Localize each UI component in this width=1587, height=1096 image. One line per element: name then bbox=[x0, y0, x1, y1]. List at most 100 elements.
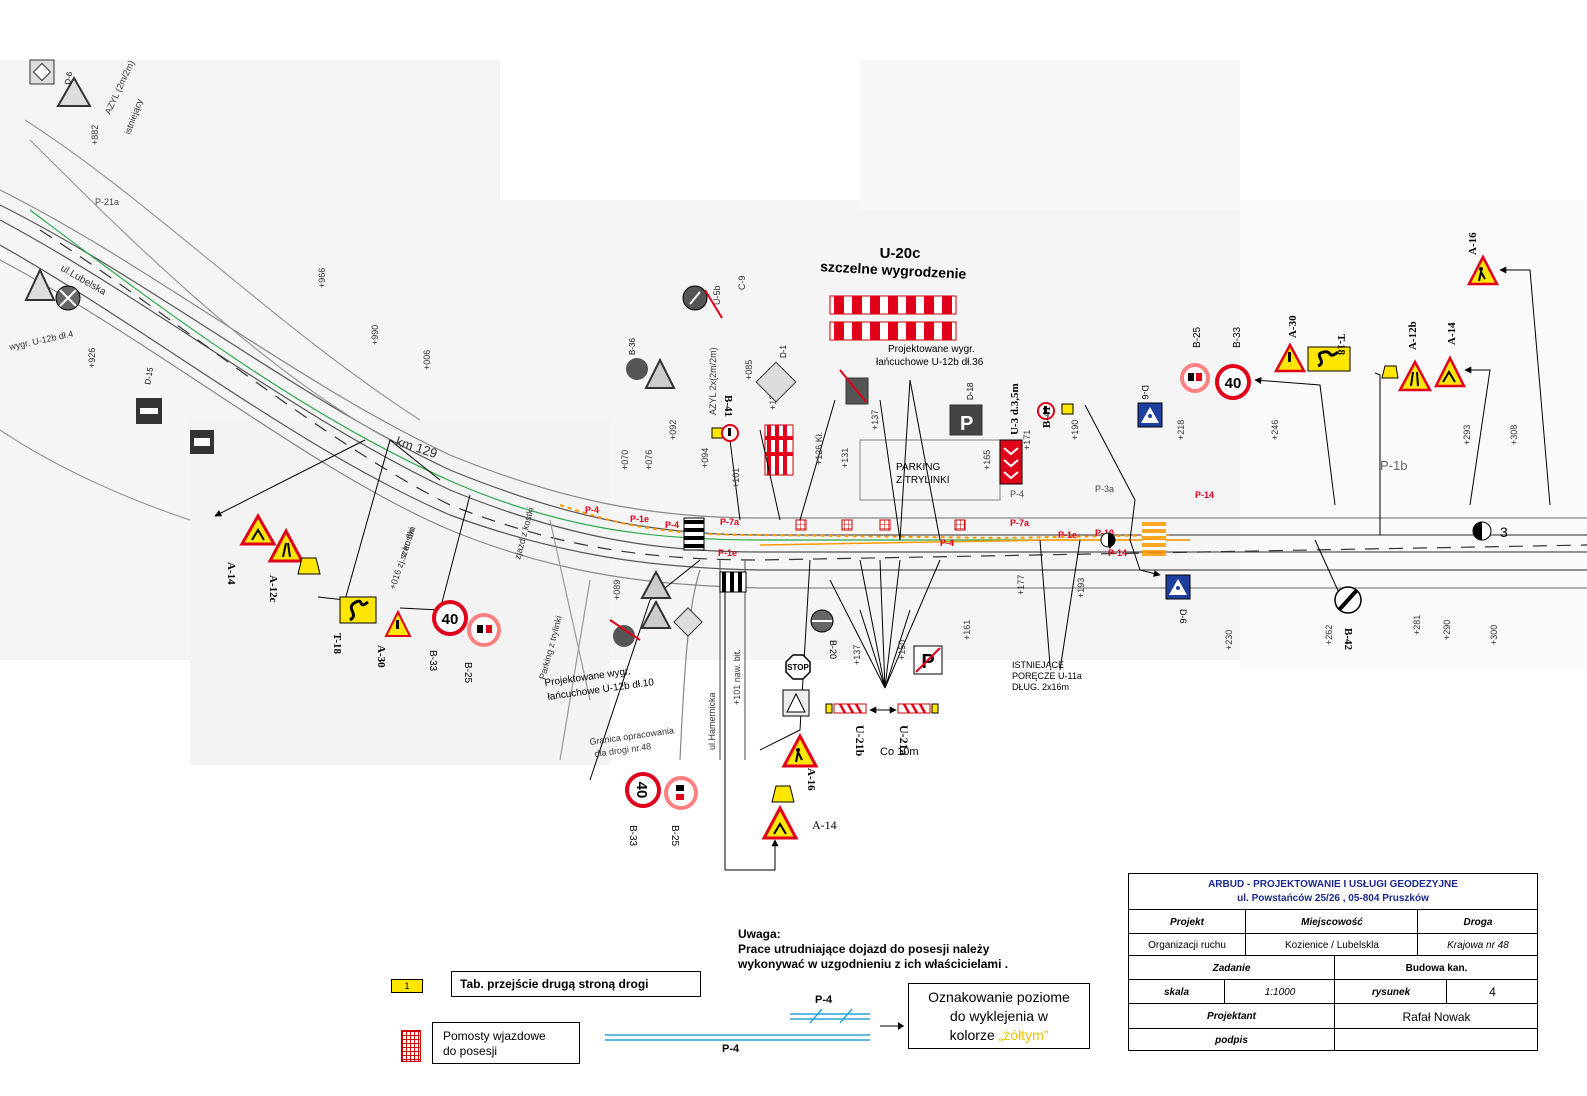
parking-text-2: Z TRYLINKI bbox=[896, 475, 950, 486]
legend-tab-number: 1 bbox=[404, 981, 410, 991]
station-number: +085 bbox=[744, 360, 754, 380]
legend-tab-swatch: 1 bbox=[391, 979, 423, 993]
existing-rails-3: DŁUG. 2x16m bbox=[1012, 682, 1069, 692]
sign-b33-east-label: B-33 bbox=[1232, 326, 1243, 348]
station-number: +230 bbox=[1224, 630, 1234, 650]
marking-p3a: P-3a bbox=[1095, 484, 1114, 494]
marking-p7a: P-7a bbox=[720, 517, 740, 527]
legend-marking-line3: kolorze „żółtym” bbox=[909, 1026, 1089, 1045]
marking-p14-2: P-14 bbox=[1195, 490, 1214, 500]
sign-u21b-label: U-21b bbox=[853, 725, 867, 757]
station-number: +150 bbox=[897, 640, 907, 660]
station-number: +246 bbox=[1270, 420, 1280, 440]
u20c-code: U-20c bbox=[880, 245, 921, 262]
sign-a16-east bbox=[1466, 254, 1500, 286]
title-skala-value: 1:1000 bbox=[1224, 980, 1335, 1004]
sign-a14-east bbox=[1433, 355, 1467, 388]
title-row-labels: Projekt Miejscowość Droga bbox=[1129, 909, 1537, 934]
marking-p4-gray: P-4 bbox=[1010, 489, 1024, 499]
sign-d6-east-top bbox=[1137, 402, 1163, 428]
title-company: ARBUD - PROJEKTOWANIE I USŁUGI GEODEZYJN… bbox=[1208, 879, 1458, 890]
sign-d6-east-top-label: D-6 bbox=[1140, 385, 1150, 400]
title-zadanie-label: Zadanie bbox=[1212, 962, 1251, 974]
title-company-area: ARBUD - PROJEKTOWANIE I USŁUGI GEODEZYJN… bbox=[1129, 874, 1537, 909]
station-number: +131 bbox=[840, 448, 850, 468]
title-zadanie-value: Budowa kan. bbox=[1334, 956, 1538, 980]
station-number: +121 bbox=[768, 390, 778, 410]
station-number: +177 bbox=[1016, 575, 1026, 595]
legend-uwaga-line2: wykonywać w uzgodnieniu z ich właściciel… bbox=[738, 957, 1009, 971]
legend-marking-line1: Oznakowanie poziome bbox=[928, 989, 1070, 1005]
station-number: +966 bbox=[317, 268, 327, 288]
marking-p1e-1: P-1e bbox=[630, 514, 649, 524]
title-row-podpis: podpis bbox=[1129, 1028, 1537, 1051]
road-number: 3 bbox=[1500, 524, 1508, 540]
parking-text-1: PARKING bbox=[896, 462, 940, 473]
c9-label: C-9 bbox=[737, 275, 747, 290]
sign-b20-label: B-20 bbox=[828, 640, 838, 659]
station-number: +070 bbox=[620, 450, 630, 470]
existing-rails-1: ISTNIEJĄCE bbox=[1012, 660, 1064, 670]
title-projekt-label: Projekt bbox=[1170, 916, 1204, 928]
station-number: +990 bbox=[370, 325, 380, 345]
legend-uwaga: Uwaga: Prace utrudniające dojazd do pose… bbox=[738, 927, 1008, 972]
projected-fence-top-1: Projektowane wygr. bbox=[888, 344, 975, 355]
sign-b20-circle bbox=[810, 609, 834, 633]
sign-b33-south: 40 bbox=[625, 772, 661, 808]
legend-arrow bbox=[880, 1022, 904, 1030]
sign-t18-west bbox=[339, 596, 377, 624]
station-number: +926 bbox=[87, 348, 97, 368]
sign-d1-label: D-1 bbox=[779, 345, 788, 358]
legend-marking-line2: do wyklejenia w bbox=[949, 1008, 1049, 1024]
legend-uwaga-title: Uwaga: bbox=[738, 927, 781, 941]
marking-p4-2: P-4 bbox=[665, 520, 679, 530]
marking-p21a: P-21a bbox=[95, 197, 119, 207]
marking-p14-1: P-14 bbox=[1108, 548, 1127, 558]
station-number: +094 bbox=[700, 448, 710, 468]
orange-marking-dashed bbox=[559, 504, 1171, 540]
marking-p4-1: P-4 bbox=[585, 505, 599, 515]
title-podpis-label: podpis bbox=[1215, 1034, 1248, 1046]
station-number: +006 bbox=[422, 350, 432, 370]
title-miejscowosc-label: Miejscowość bbox=[1245, 910, 1418, 934]
legend-marking-color-word: „żółtym” bbox=[998, 1027, 1049, 1043]
station-number: +126 Kł. bbox=[814, 432, 824, 465]
sign-b25-east bbox=[1180, 363, 1210, 393]
sign-a30-east bbox=[1273, 342, 1307, 373]
sign-b25-west-label: B-25 bbox=[462, 662, 473, 684]
legend-pomosty-box: Pomosty wjazdowe do posesji bbox=[432, 1022, 580, 1064]
sign-b25-west bbox=[467, 613, 501, 647]
pedestrian-crossing-east bbox=[1142, 522, 1166, 556]
station-number: +101 bbox=[731, 468, 741, 488]
title-projekt-value: Organizacji ruchu bbox=[1148, 939, 1226, 951]
legend-marking-color-prefix: kolorze bbox=[949, 1027, 995, 1043]
title-row-skala: skala 1:1000 rysunek 4 bbox=[1129, 979, 1537, 1004]
marking-p7b: P-7a bbox=[1010, 518, 1030, 528]
legend-marking-box: Oznakowanie poziome do wyklejenia w kolo… bbox=[908, 983, 1090, 1049]
sign-d18-parking-south: P bbox=[913, 645, 943, 675]
title-projektant-value: Rafał Nowak bbox=[1334, 1004, 1538, 1029]
station-number: +171 bbox=[1022, 430, 1032, 450]
station-number: +137 bbox=[870, 410, 880, 430]
sign-t18-west-label: T-18 bbox=[331, 633, 343, 654]
legend-p4-markings bbox=[605, 1008, 900, 1041]
sign-b33-west: 40 bbox=[432, 600, 468, 636]
sign-d6-east-bottom bbox=[1165, 574, 1191, 600]
u21-posts bbox=[825, 703, 939, 714]
sign-a12c bbox=[267, 527, 321, 575]
station-number: +300 bbox=[1489, 625, 1499, 645]
sign-u21a-label: U-21a bbox=[897, 725, 911, 756]
station-number: +281 bbox=[1412, 615, 1422, 635]
sign-a16-south bbox=[781, 732, 819, 768]
sign-b25-south bbox=[664, 776, 698, 810]
sign-b41-label-2: B-41 bbox=[1041, 406, 1053, 428]
driveway-platforms bbox=[795, 519, 966, 531]
station-number: +882 bbox=[90, 125, 100, 145]
marking-p1e-3: P-1e bbox=[1058, 530, 1077, 540]
pedestrian-crossing-south bbox=[719, 571, 747, 593]
title-podpis-value bbox=[1334, 1029, 1538, 1051]
u5b-label: U-5b bbox=[712, 285, 722, 305]
sign-a14-east-label: A-14 bbox=[1446, 322, 1458, 345]
title-droga-label: Droga bbox=[1417, 910, 1538, 934]
